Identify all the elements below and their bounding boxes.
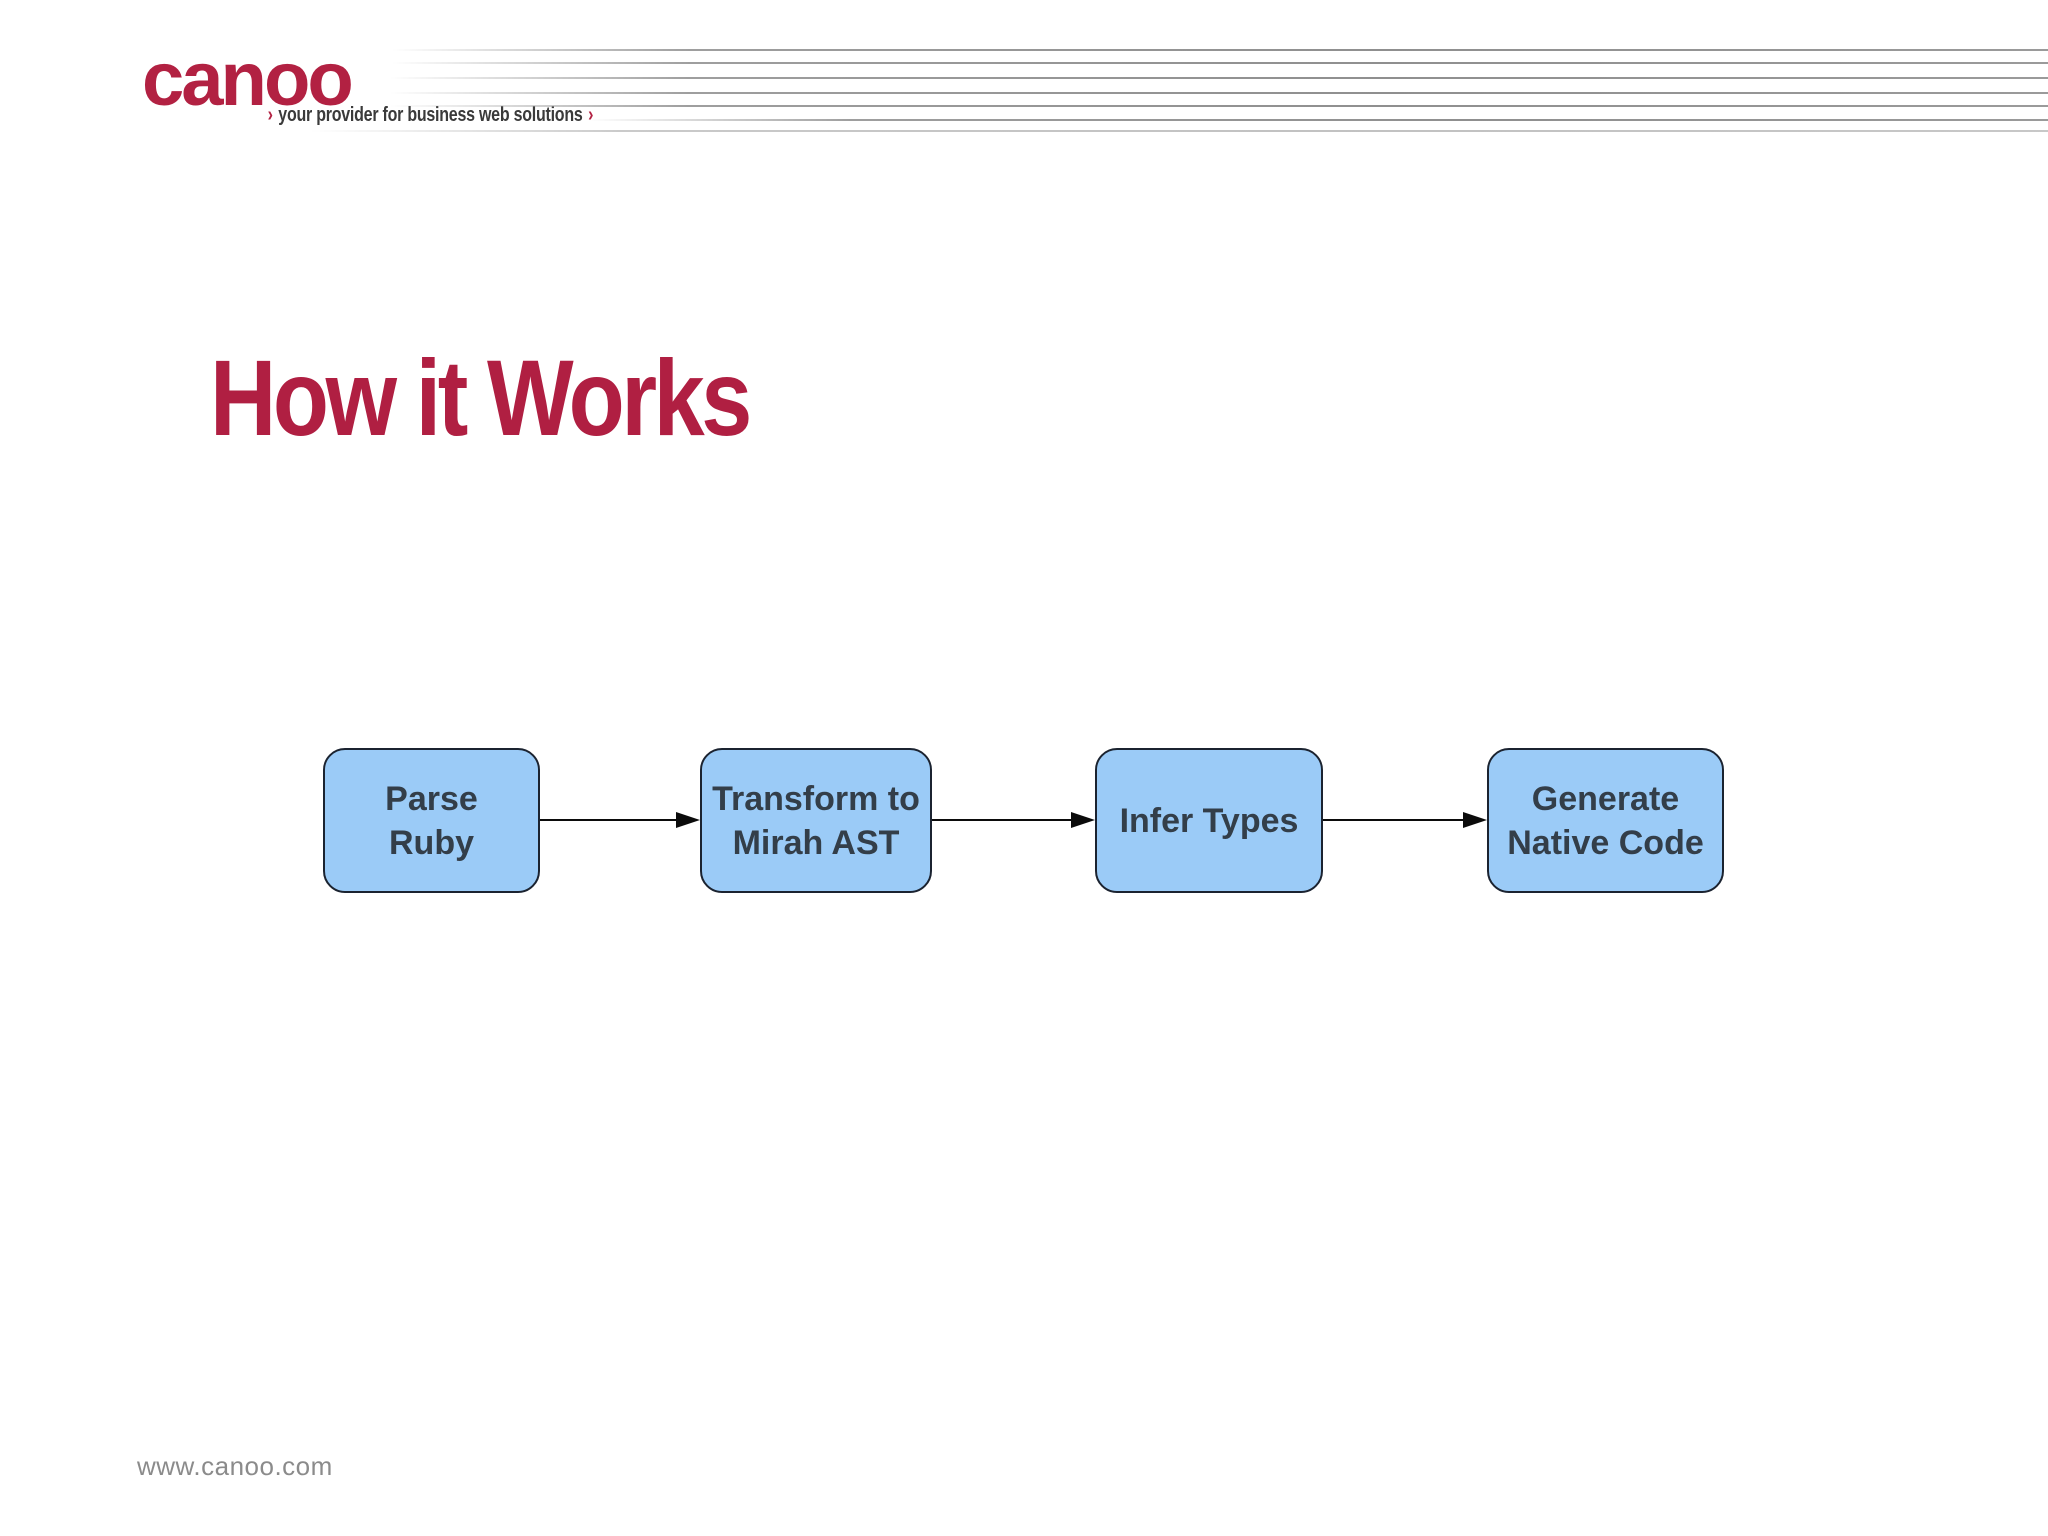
chevron-right-icon: ›: [588, 104, 594, 126]
flow-step-label: Parse: [385, 779, 478, 818]
footer-website-url: www.canoo.com: [137, 1451, 333, 1481]
chevron-right-icon: ›: [267, 104, 273, 126]
flow-step-generate-native-code: Generate Native Code: [1487, 748, 1724, 893]
arrow-line: [540, 819, 678, 821]
flow-step-infer-types: Infer Types: [1095, 748, 1323, 893]
arrow-head-icon: [1463, 812, 1487, 828]
flow-step-label: Transform to: [712, 779, 920, 818]
flow-step-label: Native Code: [1507, 823, 1704, 862]
decorative-line: [390, 92, 2048, 94]
flow-step-label: Generate: [1531, 779, 1680, 818]
flow-step-parse-ruby: Parse Ruby: [323, 748, 540, 893]
flow-step-transform-to-mirah-ast: Transform to Mirah AST: [700, 748, 932, 893]
page-title: How it Works: [210, 337, 752, 458]
arrow-line: [932, 819, 1073, 821]
flow-step-label: Mirah AST: [732, 823, 900, 862]
arrow-head-icon: [676, 812, 700, 828]
flow-step-label: Ruby: [389, 823, 474, 862]
brand-tagline: ›your provider for business web solution…: [262, 104, 599, 126]
decorative-line: [390, 77, 2048, 79]
canoo-logo: canoo: [142, 37, 354, 122]
flow-step-label: Infer Types: [1119, 801, 1299, 840]
decorative-line: [588, 119, 2048, 121]
decorative-line: [392, 62, 2048, 64]
arrow-head-icon: [1071, 812, 1095, 828]
decorative-line: [390, 105, 2048, 107]
decorative-line: [310, 130, 2048, 132]
arrow-line: [1323, 819, 1465, 821]
brand-tagline-text: your provider for business web solutions: [278, 104, 583, 126]
decorative-line: [392, 49, 2048, 51]
